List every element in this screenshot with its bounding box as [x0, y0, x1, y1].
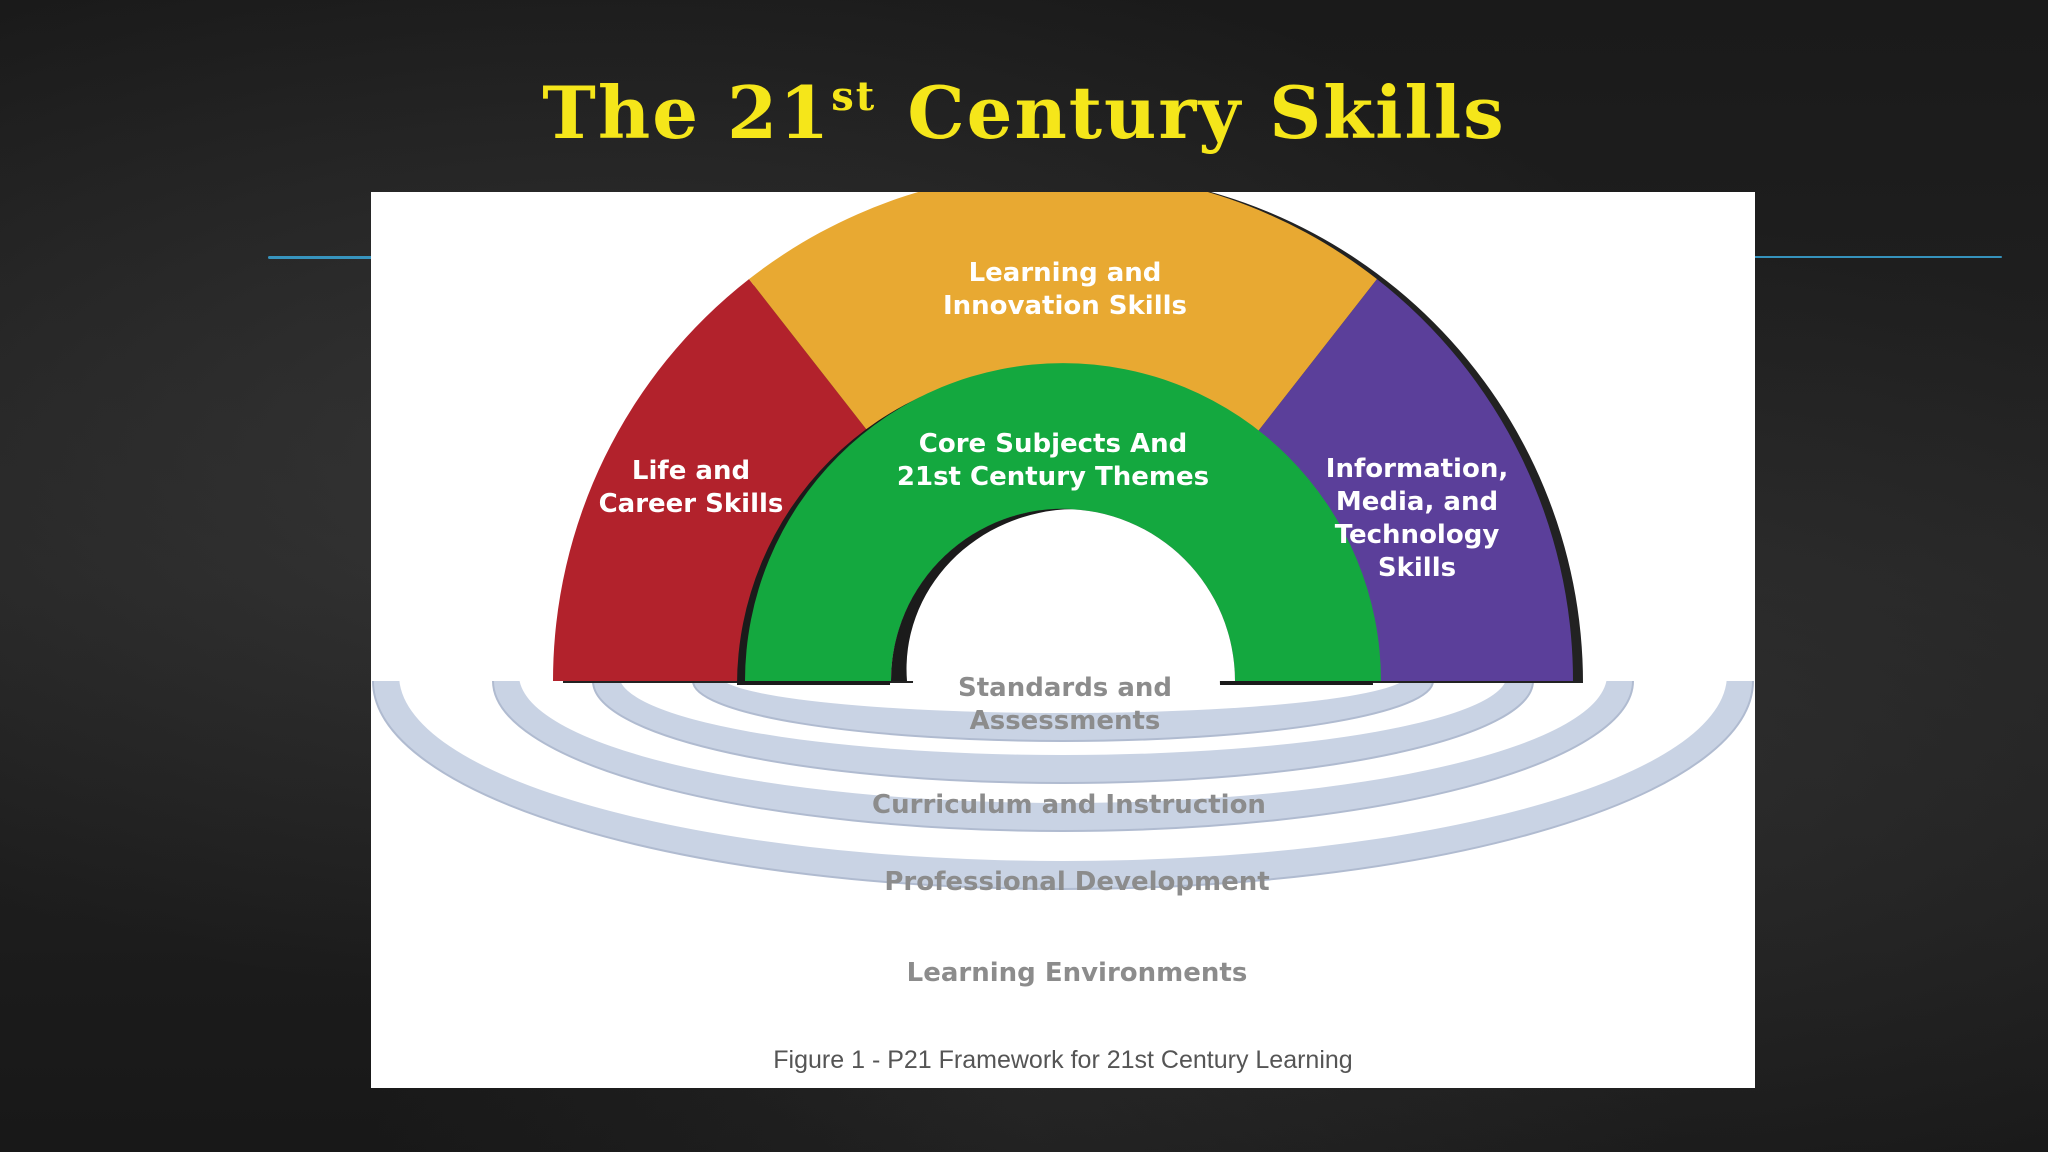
- figure-caption: Figure 1 - P21 Framework for 21st Centur…: [773, 1046, 1353, 1074]
- chalk-streak-right: [1752, 256, 2002, 258]
- label-professional-development: Professional Development: [884, 867, 1269, 897]
- slide-title: The 21st Century Skills: [0, 70, 2048, 155]
- title-superscript: st: [831, 73, 877, 120]
- core-arch-opening: [891, 509, 1235, 681]
- label-curriculum-instruction: Curriculum and Instruction: [872, 790, 1266, 820]
- label-learning-environments: Learning Environments: [907, 958, 1248, 988]
- title-main: The 21: [542, 70, 832, 155]
- core-subjects-arch: [745, 363, 1381, 681]
- chalk-streak-left: [268, 256, 378, 259]
- title-tail: Century Skills: [880, 70, 1506, 155]
